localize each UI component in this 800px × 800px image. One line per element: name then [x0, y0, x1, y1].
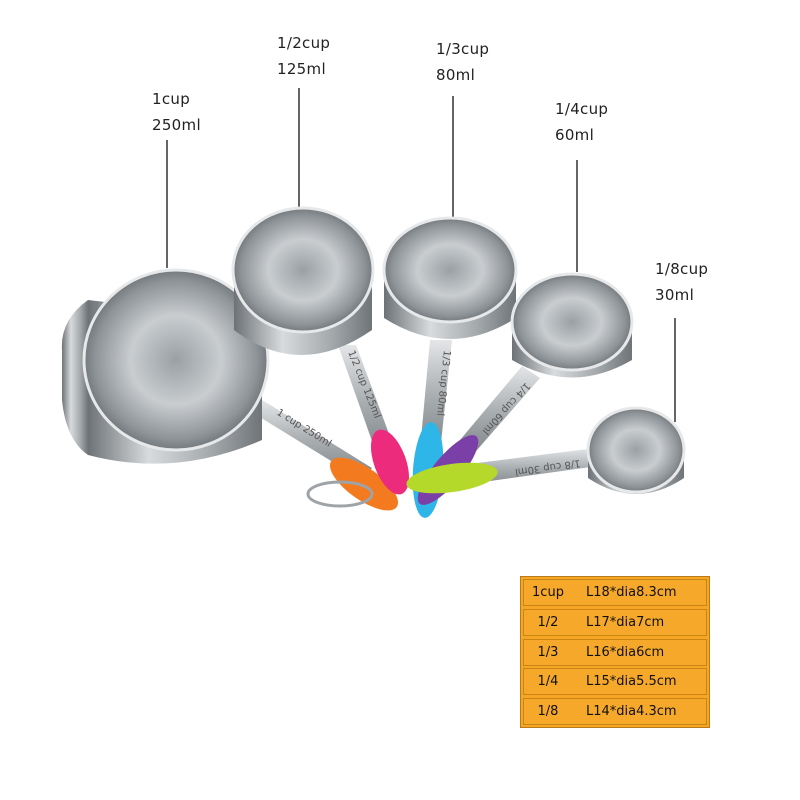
size-spec-table: 1cup L18*dia8.3cm 1/2 L17*dia7cm 1/3 L16… [520, 576, 710, 728]
handle-quarter [455, 366, 540, 458]
spec-dims: L16*dia6cm [586, 644, 665, 660]
cup-quarter [510, 272, 634, 378]
cup-eighth [586, 406, 686, 494]
key-ring [306, 480, 374, 508]
label-1cup-cup: 1cup [152, 90, 191, 108]
spec-size: 1/3 [537, 644, 559, 660]
label-third-cup: 1/3cup [436, 40, 490, 58]
spec-size: 1/8 [537, 704, 559, 719]
table-row: 1/8 L14*dia4.3cm [523, 698, 707, 725]
label-eighth: 1/8cup 30ml [655, 256, 708, 308]
label-third-ml: 80ml [436, 66, 476, 84]
cup-half [231, 206, 375, 355]
label-half: 1/2cup 125ml [277, 30, 330, 82]
cup-third [382, 216, 518, 339]
label-1cup: 1cup 250ml [152, 86, 201, 138]
label-eighth-cup: 1/8cup [655, 260, 709, 278]
label-half-cup: 1/2cup [277, 34, 331, 52]
table-row: 1cup L18*dia8.3cm [523, 579, 707, 606]
spec-dims: L15*dia5.5cm [586, 674, 677, 690]
spec-dims: L14*dia4.3cm [586, 704, 677, 719]
spec-size: 1/4 [537, 674, 559, 690]
spec-size: 1cup [532, 585, 564, 600]
table-row: 1/4 L15*dia5.5cm [523, 668, 707, 696]
label-eighth-ml: 30ml [655, 286, 695, 304]
label-quarter-ml: 60ml [555, 126, 595, 144]
grip-lime [406, 462, 498, 494]
grips [306, 422, 498, 518]
label-quarter: 1/4cup 60ml [555, 96, 608, 148]
label-half-ml: 125ml [277, 60, 326, 78]
label-quarter-cup: 1/4cup [555, 100, 609, 118]
grip-pink [370, 429, 410, 495]
table-row: 1/3 L16*dia6cm [523, 638, 707, 666]
leader-lines [166, 88, 676, 422]
spec-dims: L17*dia7cm [586, 614, 665, 630]
label-third: 1/3cup 80ml [436, 36, 489, 88]
grip-orange [329, 457, 399, 511]
cup-1cup [61, 268, 270, 464]
spec-size: 1/2 [537, 614, 559, 630]
label-1cup-ml: 250ml [152, 116, 201, 134]
spec-dims: L18*dia8.3cm [586, 585, 677, 600]
table-row: 1/2 L17*dia7cm [523, 608, 707, 636]
